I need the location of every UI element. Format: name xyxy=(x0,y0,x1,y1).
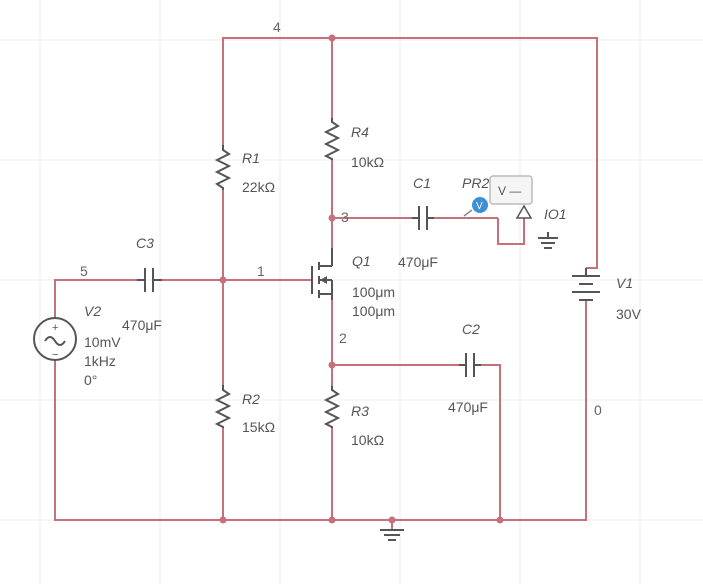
junction-dot xyxy=(219,276,227,284)
wire-c2-right[interactable] xyxy=(477,364,501,520)
probe-readout: V — xyxy=(498,184,521,198)
probe-badge-icon xyxy=(472,197,488,213)
wire-ground-node-0[interactable] xyxy=(54,300,587,521)
c2-name: C2 xyxy=(462,321,480,337)
junction-dot xyxy=(328,34,336,42)
c3-name: C3 xyxy=(136,235,154,251)
r4-value: 10kΩ xyxy=(351,154,384,170)
q1-length: 100μm xyxy=(352,303,395,319)
r4-name: R4 xyxy=(351,124,369,140)
c2-value: 470μF xyxy=(448,399,488,415)
junction-dot xyxy=(496,516,504,524)
resistor-r1[interactable]: R1 22kΩ xyxy=(214,145,275,195)
junction-dot xyxy=(219,516,227,524)
wire-io1[interactable] xyxy=(497,218,525,245)
wire-node-4[interactable] xyxy=(222,37,598,269)
capacitor-c3[interactable]: C3 470μF xyxy=(122,235,162,333)
node-label: 5 xyxy=(80,263,88,279)
pr2-name: PR2 xyxy=(462,175,489,191)
v1-name: V1 xyxy=(616,275,633,291)
probe-readout-box[interactable] xyxy=(489,175,533,205)
resistor-r2[interactable]: R2 15kΩ xyxy=(214,385,275,435)
node-label: 1 xyxy=(257,263,265,279)
v2-frequency: 1kHz xyxy=(84,353,116,369)
resistor-r3[interactable]: R3 10kΩ xyxy=(323,386,384,448)
junction-dot xyxy=(328,516,336,524)
r2-name: R2 xyxy=(242,391,260,407)
junction-dot xyxy=(328,361,336,369)
mosfet-arrow-icon xyxy=(320,276,327,284)
c1-name: C1 xyxy=(413,175,431,191)
v2-amplitude: 10mV xyxy=(84,334,121,350)
node-label: 0 xyxy=(594,402,602,418)
io-triangle-icon xyxy=(515,204,533,219)
node-label: 2 xyxy=(339,330,347,346)
r1-value: 22kΩ xyxy=(242,179,275,195)
junctions xyxy=(219,34,504,524)
voltage-probe-pr2[interactable]: PR2 V — V xyxy=(462,175,533,217)
resistor-r4[interactable]: R4 10kΩ xyxy=(323,118,384,170)
v2-phase: 0° xyxy=(84,372,97,388)
q1-name: Q1 xyxy=(352,253,371,269)
sine-wave-icon xyxy=(44,336,66,346)
r2-value: 15kΩ xyxy=(242,419,275,435)
node-label: 3 xyxy=(341,209,349,225)
junction-dot xyxy=(388,516,396,524)
r1-name: R1 xyxy=(242,150,260,166)
ground-icon[interactable] xyxy=(380,529,404,541)
svg-text:−: − xyxy=(52,349,58,361)
node-label: 4 xyxy=(273,19,281,35)
c3-value: 470μF xyxy=(122,317,162,333)
capacitor-c1[interactable]: C1 470μF xyxy=(398,175,438,270)
r3-value: 10kΩ xyxy=(351,432,384,448)
svg-text:+: + xyxy=(52,322,58,334)
c1-value: 470μF xyxy=(398,254,438,270)
q1-width: 100μm xyxy=(352,284,395,300)
ac-source-v2[interactable]: + − V2 10mV 1kHz 0° xyxy=(33,303,121,388)
wire-node-5[interactable] xyxy=(54,279,137,318)
dc-source-v1[interactable]: V1 30V xyxy=(572,268,642,322)
junction-dot xyxy=(328,214,336,222)
v2-name: V2 xyxy=(84,303,101,319)
probe-badge-letter: V xyxy=(476,201,483,212)
io-terminal-io1[interactable]: IO1 xyxy=(515,204,567,249)
v1-value: 30V xyxy=(616,306,642,322)
mosfet-q1[interactable]: Q1 100μm 100μm xyxy=(311,248,395,319)
wires[interactable] xyxy=(54,37,598,530)
r3-name: R3 xyxy=(351,403,369,419)
io1-name: IO1 xyxy=(544,206,567,222)
node-labels: 4 3 1 5 2 0 xyxy=(80,19,602,418)
capacitor-c2[interactable]: C2 470μF xyxy=(448,321,488,415)
